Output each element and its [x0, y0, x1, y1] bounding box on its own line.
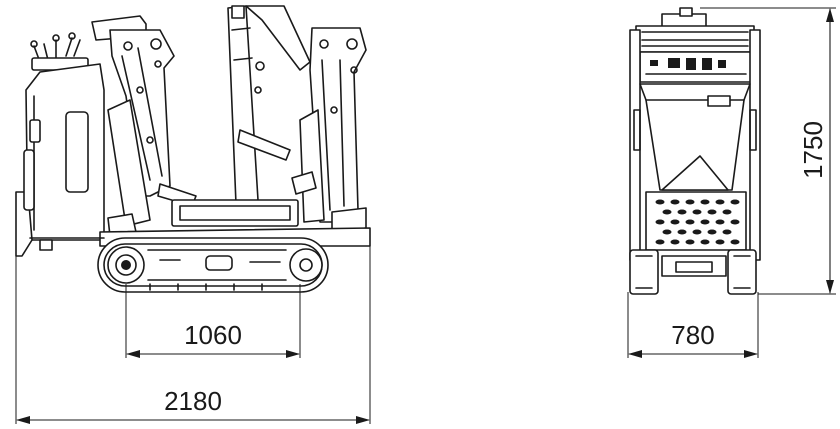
- crane-boom: [227, 5, 311, 205]
- front-view: [629, 7, 761, 295]
- outrigger-right: [291, 27, 367, 233]
- dimension-label-overall-length: 2180: [164, 386, 222, 416]
- dimension-track-length: 1060: [125, 284, 301, 358]
- perforated-plate: [645, 191, 747, 251]
- front-frame: [629, 29, 761, 261]
- dimension-label-height: 1750: [798, 121, 828, 179]
- side-view: [15, 5, 371, 293]
- front-tracks: [629, 249, 757, 295]
- dimension-label-width: 780: [671, 320, 714, 350]
- control-box: [635, 7, 755, 83]
- crawler-track: [97, 237, 329, 293]
- dimension-width: 780: [627, 292, 759, 358]
- dimension-label-track-length: 1060: [184, 320, 242, 350]
- control-levers: [30, 32, 89, 71]
- dimension-overall-length: 2180: [15, 210, 371, 424]
- machine-body: [15, 63, 105, 257]
- dimension-height: 1750: [700, 7, 836, 295]
- outrigger-left: [91, 15, 197, 237]
